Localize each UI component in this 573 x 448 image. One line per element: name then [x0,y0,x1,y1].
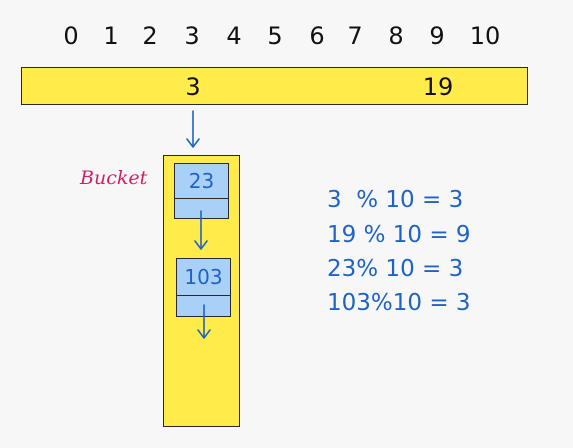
arrow-array-to-bucket-icon [186,110,200,148]
equation-2: 19 % 10 = 9 [327,222,471,248]
index-label-3: 3 [184,22,200,50]
linked-list-node-23: 23 [174,163,229,219]
index-label-6: 6 [309,22,325,50]
index-label-10: 10 [469,22,501,50]
node-pointer-field [175,199,228,218]
linked-list-node-103: 103 [176,258,231,317]
hash-array [21,67,528,105]
bucket-label: Bucket [80,167,148,189]
array-value-slot-9: 19 [422,73,454,101]
equation-4: 103%10 = 3 [327,290,471,316]
equation-3: 23% 10 = 3 [327,256,464,282]
equation-1: 3 % 10 = 3 [327,187,464,213]
index-label-2: 2 [142,22,158,50]
index-label-7: 7 [347,22,363,50]
index-label-4: 4 [226,22,242,50]
array-value-slot-3: 3 [185,73,201,101]
node-value: 23 [175,164,228,199]
index-label-8: 8 [388,22,404,50]
index-label-0: 0 [63,22,79,50]
node-pointer-field [177,296,230,316]
node-value: 103 [177,259,230,296]
index-label-9: 9 [429,22,445,50]
index-label-1: 1 [103,22,119,50]
index-label-5: 5 [267,22,283,50]
